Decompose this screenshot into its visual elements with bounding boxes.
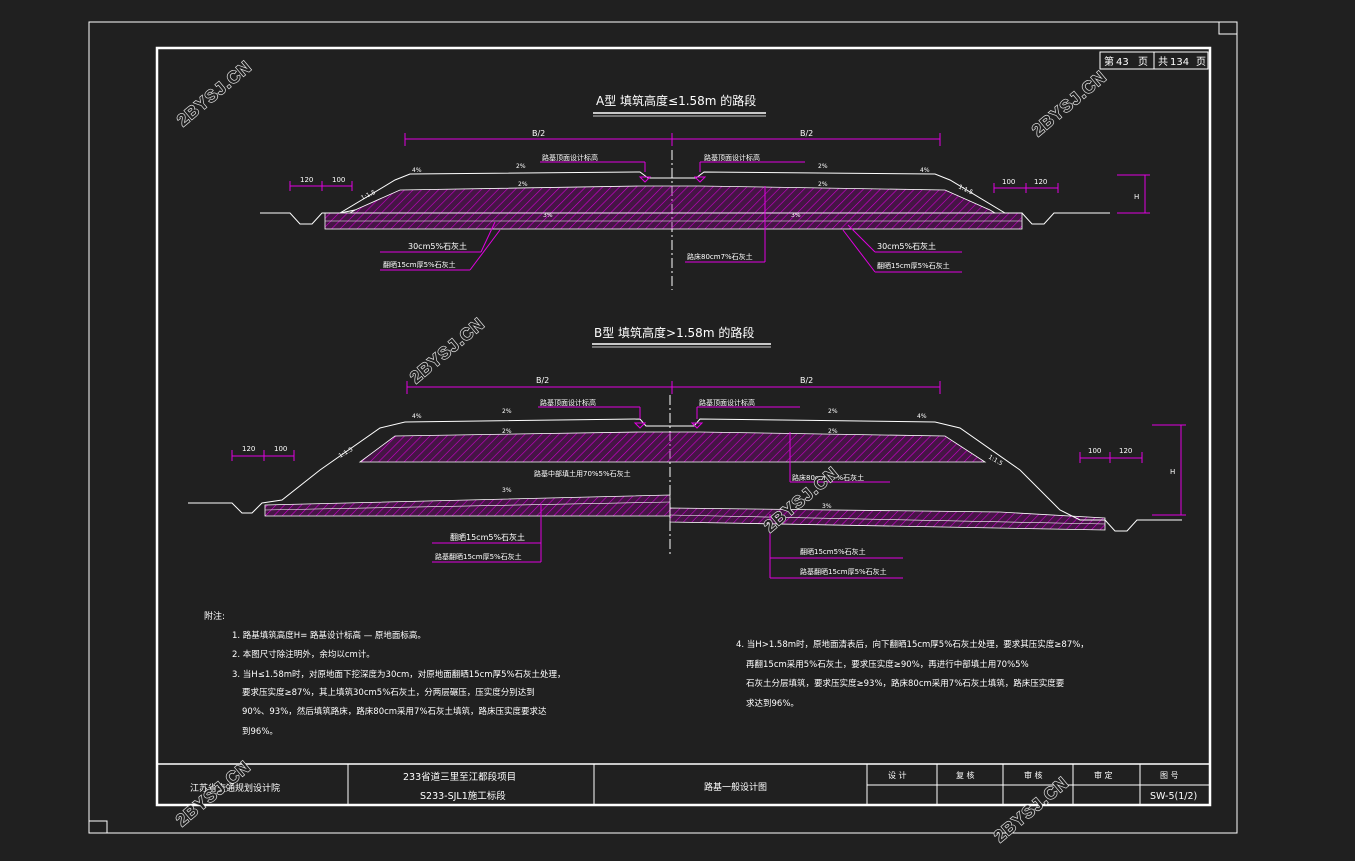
dim-a-half-right: B/2: [800, 129, 813, 138]
total-unit: 页: [1196, 56, 1206, 68]
page-unit: 页: [1138, 56, 1148, 68]
note-3a: 3. 当H≤1.58m时，对原地面下挖深度为30cm，对原地面翻晒15cm厚5%…: [232, 669, 566, 680]
dim-b-left-inner: 100: [274, 445, 287, 453]
dim-b-half-right: B/2: [800, 376, 813, 385]
dim-a-half-left: B/2: [532, 129, 545, 138]
inner-frame: [155, 46, 1212, 807]
title-drawing-name: 路基一般设计图: [704, 781, 767, 793]
title-org: 江苏省交通规划设计院: [190, 782, 280, 794]
total-number: 134: [1170, 57, 1189, 68]
section-a: A型 填筑高度≤1.58m 的路段 B/2 B/2 120 100 100 12…: [260, 93, 1150, 290]
title-approve-label: 审 定: [1094, 770, 1113, 780]
label-b-base15-left: 路基翻晒15cm厚5%石灰土: [435, 552, 522, 561]
dim-a-right-outer: 120: [1034, 178, 1047, 186]
label-b-lime15-right: 翻晒15cm5%石灰土: [800, 547, 866, 556]
slope-a-left: 1:1.5: [360, 189, 377, 202]
note-3d: 到96%。: [242, 727, 278, 737]
dim-b-left-outer: 120: [242, 445, 255, 453]
grade-b-base-right: 2%: [828, 428, 838, 435]
notes-heading: 附注:: [204, 610, 225, 622]
dim-b-half-left: B/2: [536, 376, 549, 385]
note-4b: 再翻15cm采用5%石灰土，要求压实度≥90%，再进行中部填土用70%5%: [746, 659, 1029, 670]
note-4c: 石灰土分层填筑，要求压实度≥93%，路床80cm采用7%石灰土填筑，路床压实度要: [746, 678, 1065, 689]
outer-frame-corner-bl: [88, 820, 108, 834]
grade-a-bottom-right: 3%: [791, 212, 801, 219]
dim-b-right-outer: 120: [1119, 447, 1132, 455]
dim-b-height: H: [1170, 468, 1175, 476]
label-a-lime15-right: 翻晒15cm厚5%石灰土: [877, 261, 950, 270]
grade-b-surface-left: 2%: [502, 408, 512, 415]
grade-a-surface-left: 2%: [516, 163, 526, 170]
title-project-2: S233-SJL1施工标段: [420, 790, 506, 802]
outer-frame-corner-tr: [1218, 21, 1238, 35]
label-a-design-left: 路基顶面设计标高: [542, 153, 598, 162]
grade-b-mid-right: 3%: [822, 503, 832, 510]
watermark-1: 2BYSJ.CN: [173, 57, 255, 130]
note-4d: 求达到96%。: [746, 698, 799, 709]
dim-b-right-inner: 100: [1088, 447, 1101, 455]
slope-b-left: 1:1.5: [338, 446, 355, 460]
title-block: 江苏省交通规划设计院 233省道三里至江都段项目 S233-SJL1施工标段 路…: [157, 763, 1210, 805]
note-2: 2. 本图尺寸除注明外，余均以cm计。: [232, 649, 375, 660]
grade-a-base-left: 2%: [518, 181, 528, 188]
title-project-1: 233省道三里至江都段项目: [403, 771, 516, 783]
watermark-3: 2BYSJ.CN: [406, 314, 488, 387]
grade-a-shoulder-right: 4%: [920, 167, 930, 174]
grade-b-shoulder-right: 4%: [917, 413, 927, 420]
label-a-lime15-left: 翻晒15cm厚5%石灰土: [383, 260, 456, 269]
title-design-label: 设 计: [888, 770, 907, 780]
dim-a-left-inner: 100: [332, 176, 345, 184]
page-label: 第: [1104, 55, 1114, 68]
label-b-base15-right: 路基翻晒15cm厚5%石灰土: [800, 567, 887, 576]
dim-a-left-outer: 120: [300, 176, 313, 184]
note-1: 1. 路基填筑高度H= 路基设计标高 — 原地面标高。: [232, 630, 426, 641]
note-4a: 4. 当H>1.58m时，原地面清表后，向下翻晒15cm厚5%石灰土处理，要求其…: [736, 639, 1089, 650]
title-no-label: 图 号: [1160, 771, 1179, 780]
outer-frame: [88, 21, 1238, 834]
total-label: 共: [1158, 56, 1168, 68]
section-a-title: A型 填筑高度≤1.58m 的路段: [596, 93, 756, 108]
label-b-design-right: 路基顶面设计标高: [699, 398, 755, 407]
note-3c: 90%、93%，然后填筑路床，路床80cm采用7%石灰土填筑，路床压实度要求达: [242, 706, 547, 717]
title-review-label: 审 核: [1024, 770, 1043, 780]
label-b-lime15-left: 翻晒15cm5%石灰土: [450, 532, 525, 542]
title-drawing-no: SW-5(1/2): [1150, 791, 1197, 802]
label-a-center: 路床80cm7%石灰土: [687, 252, 753, 261]
slope-b-right: 1:1.5: [987, 454, 1004, 468]
grade-a-bottom-left: 3%: [543, 212, 553, 219]
label-a-lime30-left: 30cm5%石灰土: [408, 241, 467, 251]
section-b: B型 填筑高度>1.58m 的路段 B/2 B/2 120 100 100 12…: [188, 325, 1186, 579]
sheet-number-box: 第 43 页 共 134 页: [1099, 51, 1209, 70]
watermark-2: 2BYSJ.CN: [1028, 67, 1110, 140]
note-3b: 要求压实度≥87%，其上填筑30cm5%石灰土，分两层碾压，压实度分别达到: [242, 687, 535, 698]
grade-b-mid-left: 3%: [502, 487, 512, 494]
grade-b-base-left: 2%: [502, 428, 512, 435]
grade-a-shoulder-left: 4%: [412, 167, 422, 174]
title-check-label: 复 核: [956, 770, 975, 780]
grade-a-base-right: 2%: [818, 181, 828, 188]
label-a-design-right: 路基顶面设计标高: [704, 153, 760, 162]
grade-b-shoulder-left: 4%: [412, 413, 422, 420]
label-b-bed: 路床80cm: [792, 473, 826, 482]
section-b-title: B型 填筑高度>1.58m 的路段: [594, 325, 754, 340]
label-a-lime30-right: 30cm5%石灰土: [877, 241, 936, 251]
notes: 附注: 1. 路基填筑高度H= 路基设计标高 — 原地面标高。 2. 本图尺寸除…: [204, 610, 1089, 737]
label-b-fill: 路基中部填土用70%5%石灰土: [534, 469, 631, 478]
slope-a-right: 1:1.5: [957, 183, 974, 196]
label-b-bed-2: 7%石灰土: [832, 473, 864, 482]
grade-a-surface-right: 2%: [818, 163, 828, 170]
grade-b-surface-right: 2%: [828, 408, 838, 415]
page-number: 43: [1116, 57, 1129, 68]
label-b-design-left: 路基顶面设计标高: [540, 398, 596, 407]
dim-a-right-inner: 100: [1002, 178, 1015, 186]
dim-a-height: H: [1134, 193, 1139, 201]
